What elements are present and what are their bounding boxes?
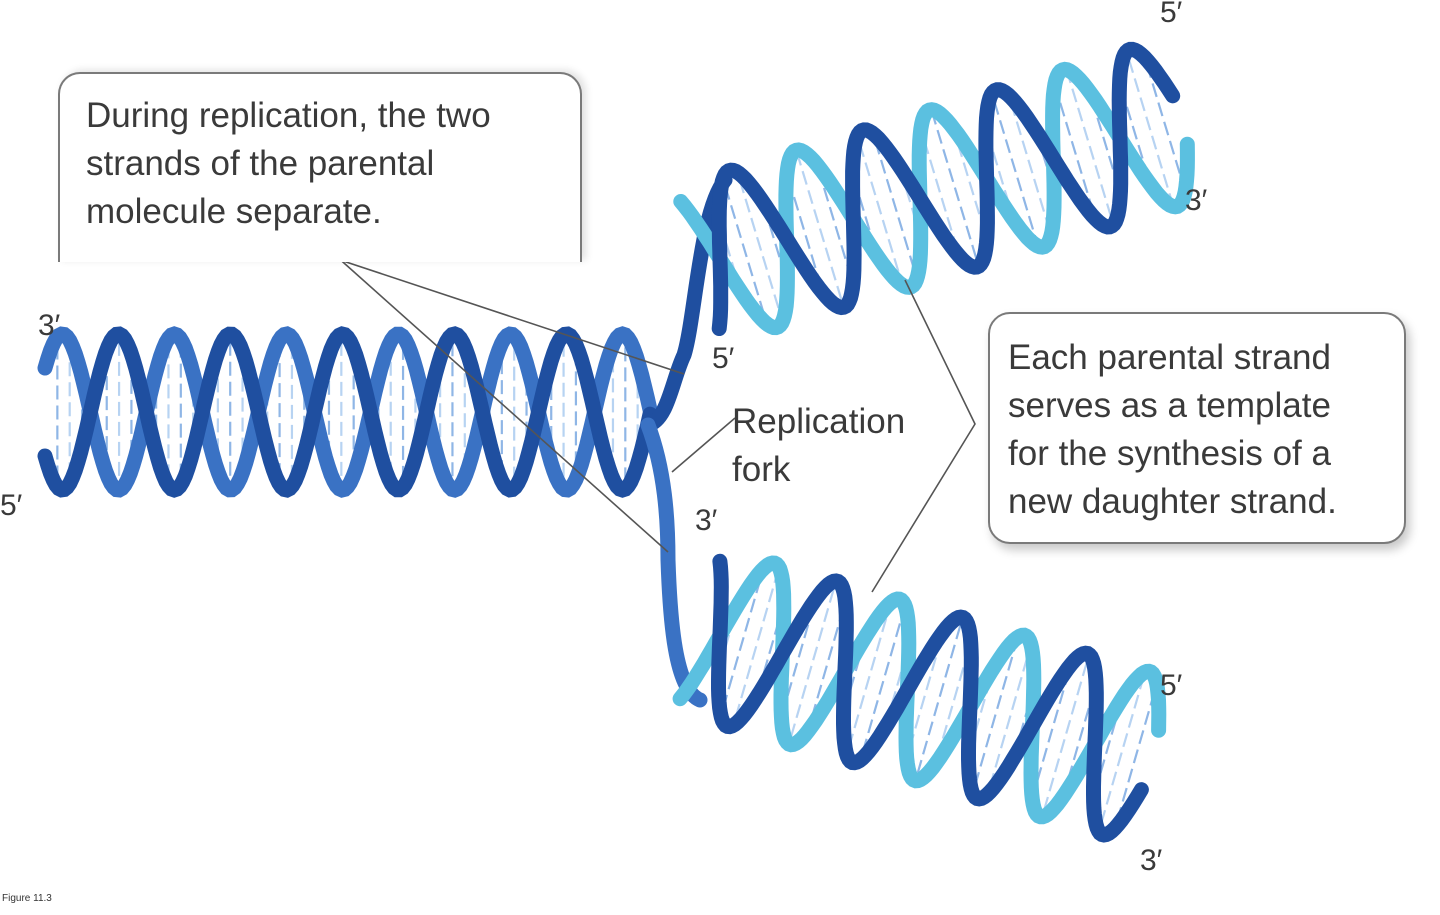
base-pair-rung bbox=[787, 179, 823, 288]
pointer-line-upper-fork bbox=[324, 254, 685, 375]
base-pair-rung bbox=[993, 100, 1037, 239]
base-pair-rung bbox=[1145, 64, 1185, 186]
dna-strands bbox=[37, 41, 1195, 843]
lower-daughter-helix-strand-b bbox=[672, 555, 1167, 825]
base-pair-rung bbox=[1093, 703, 1122, 793]
base-pair-rung bbox=[858, 143, 902, 279]
base-pair-rung bbox=[724, 185, 766, 318]
base-pair-rung bbox=[1067, 77, 1113, 218]
base-pair-rung bbox=[861, 613, 904, 753]
lower-fork-connector bbox=[640, 417, 708, 708]
fork-label-line: Replication bbox=[732, 402, 906, 441]
base-pair-rung bbox=[734, 574, 778, 718]
base-pair-rung bbox=[874, 140, 916, 272]
base-pair-rung bbox=[847, 609, 890, 748]
strand-end-label-lower-daughter-fork-end: 3′ bbox=[695, 504, 718, 537]
base-pair-rung bbox=[1127, 58, 1173, 200]
base-pair-rung bbox=[1090, 96, 1120, 189]
pointer-line-fork-label bbox=[671, 417, 736, 473]
upper-daughter-helix-strand-b bbox=[673, 61, 1195, 336]
base-pair-rung bbox=[988, 651, 1030, 787]
replication-fork-label: Replication fork bbox=[732, 398, 905, 494]
callout-line: During replication, the two bbox=[86, 96, 491, 135]
callout-line: serves as a template bbox=[1008, 386, 1331, 425]
callout-strand-separation: During replication, the two strands of t… bbox=[58, 72, 582, 262]
callout-line: strands of the parental bbox=[86, 144, 435, 183]
base-pair-rung bbox=[817, 170, 853, 279]
base-pair-rung bbox=[1043, 662, 1088, 810]
callout-pointer-lines bbox=[324, 254, 976, 593]
parental-helix-strand-a bbox=[37, 326, 658, 498]
strand-end-label-lower-daughter-bottom-right: 3′ bbox=[1140, 844, 1163, 877]
strand-end-label-parent-bottom-left: 5′ bbox=[0, 489, 23, 522]
base-pair-rung bbox=[973, 644, 1017, 786]
base-pair-rung bbox=[1009, 102, 1051, 229]
lower-daughter-helix-strand-a bbox=[711, 553, 1149, 843]
strand-end-label-parent-top-left: 3′ bbox=[38, 309, 61, 342]
pointer-line-lower-fork bbox=[334, 254, 669, 553]
callout-template-synthesis: Each parental strand serves as a templat… bbox=[988, 312, 1406, 544]
base-pair-rung bbox=[797, 157, 843, 300]
base-pair-rung bbox=[738, 179, 782, 315]
callout-line: molecule separate. bbox=[86, 192, 382, 231]
base-pair-rung bbox=[1033, 670, 1071, 793]
strand-end-label-lower-daughter-top-right: 5′ bbox=[1160, 669, 1183, 702]
fork-label-line: fork bbox=[732, 450, 791, 489]
strand-end-label-upper-daughter-top-right: 5′ bbox=[1160, 0, 1183, 29]
strand-end-label-upper-daughter-fork-end: 5′ bbox=[712, 342, 735, 375]
strand-end-label-upper-daughter-bottom-right: 3′ bbox=[1185, 184, 1208, 217]
base-pair-rung bbox=[932, 117, 978, 259]
base-pair-rung bbox=[1116, 690, 1156, 822]
base-pair-rung bbox=[790, 588, 835, 737]
pointer-line-template bbox=[871, 279, 976, 593]
base-pair-rung bbox=[722, 575, 763, 709]
figure-caption: Figure 11.3 bbox=[2, 893, 52, 904]
upper-daughter-helix-strand-a bbox=[711, 41, 1181, 336]
upper-fork-connector bbox=[640, 172, 733, 433]
callout-line: Each parental strand bbox=[1008, 338, 1331, 377]
base-pair-rung bbox=[1055, 91, 1095, 213]
base-pair-rung bbox=[808, 607, 845, 726]
base-pair-rung bbox=[916, 625, 962, 773]
strand-end-labels: 3′ 5′ 5′ 3′ 5′ 3′ 5′ 3′ bbox=[0, 0, 1208, 877]
callout-line: new daughter strand. bbox=[1008, 482, 1337, 521]
callout-line: for the synthesis of a bbox=[1008, 434, 1331, 473]
base-pair-rung bbox=[1100, 679, 1144, 824]
base-pair-rung bbox=[1120, 87, 1150, 180]
